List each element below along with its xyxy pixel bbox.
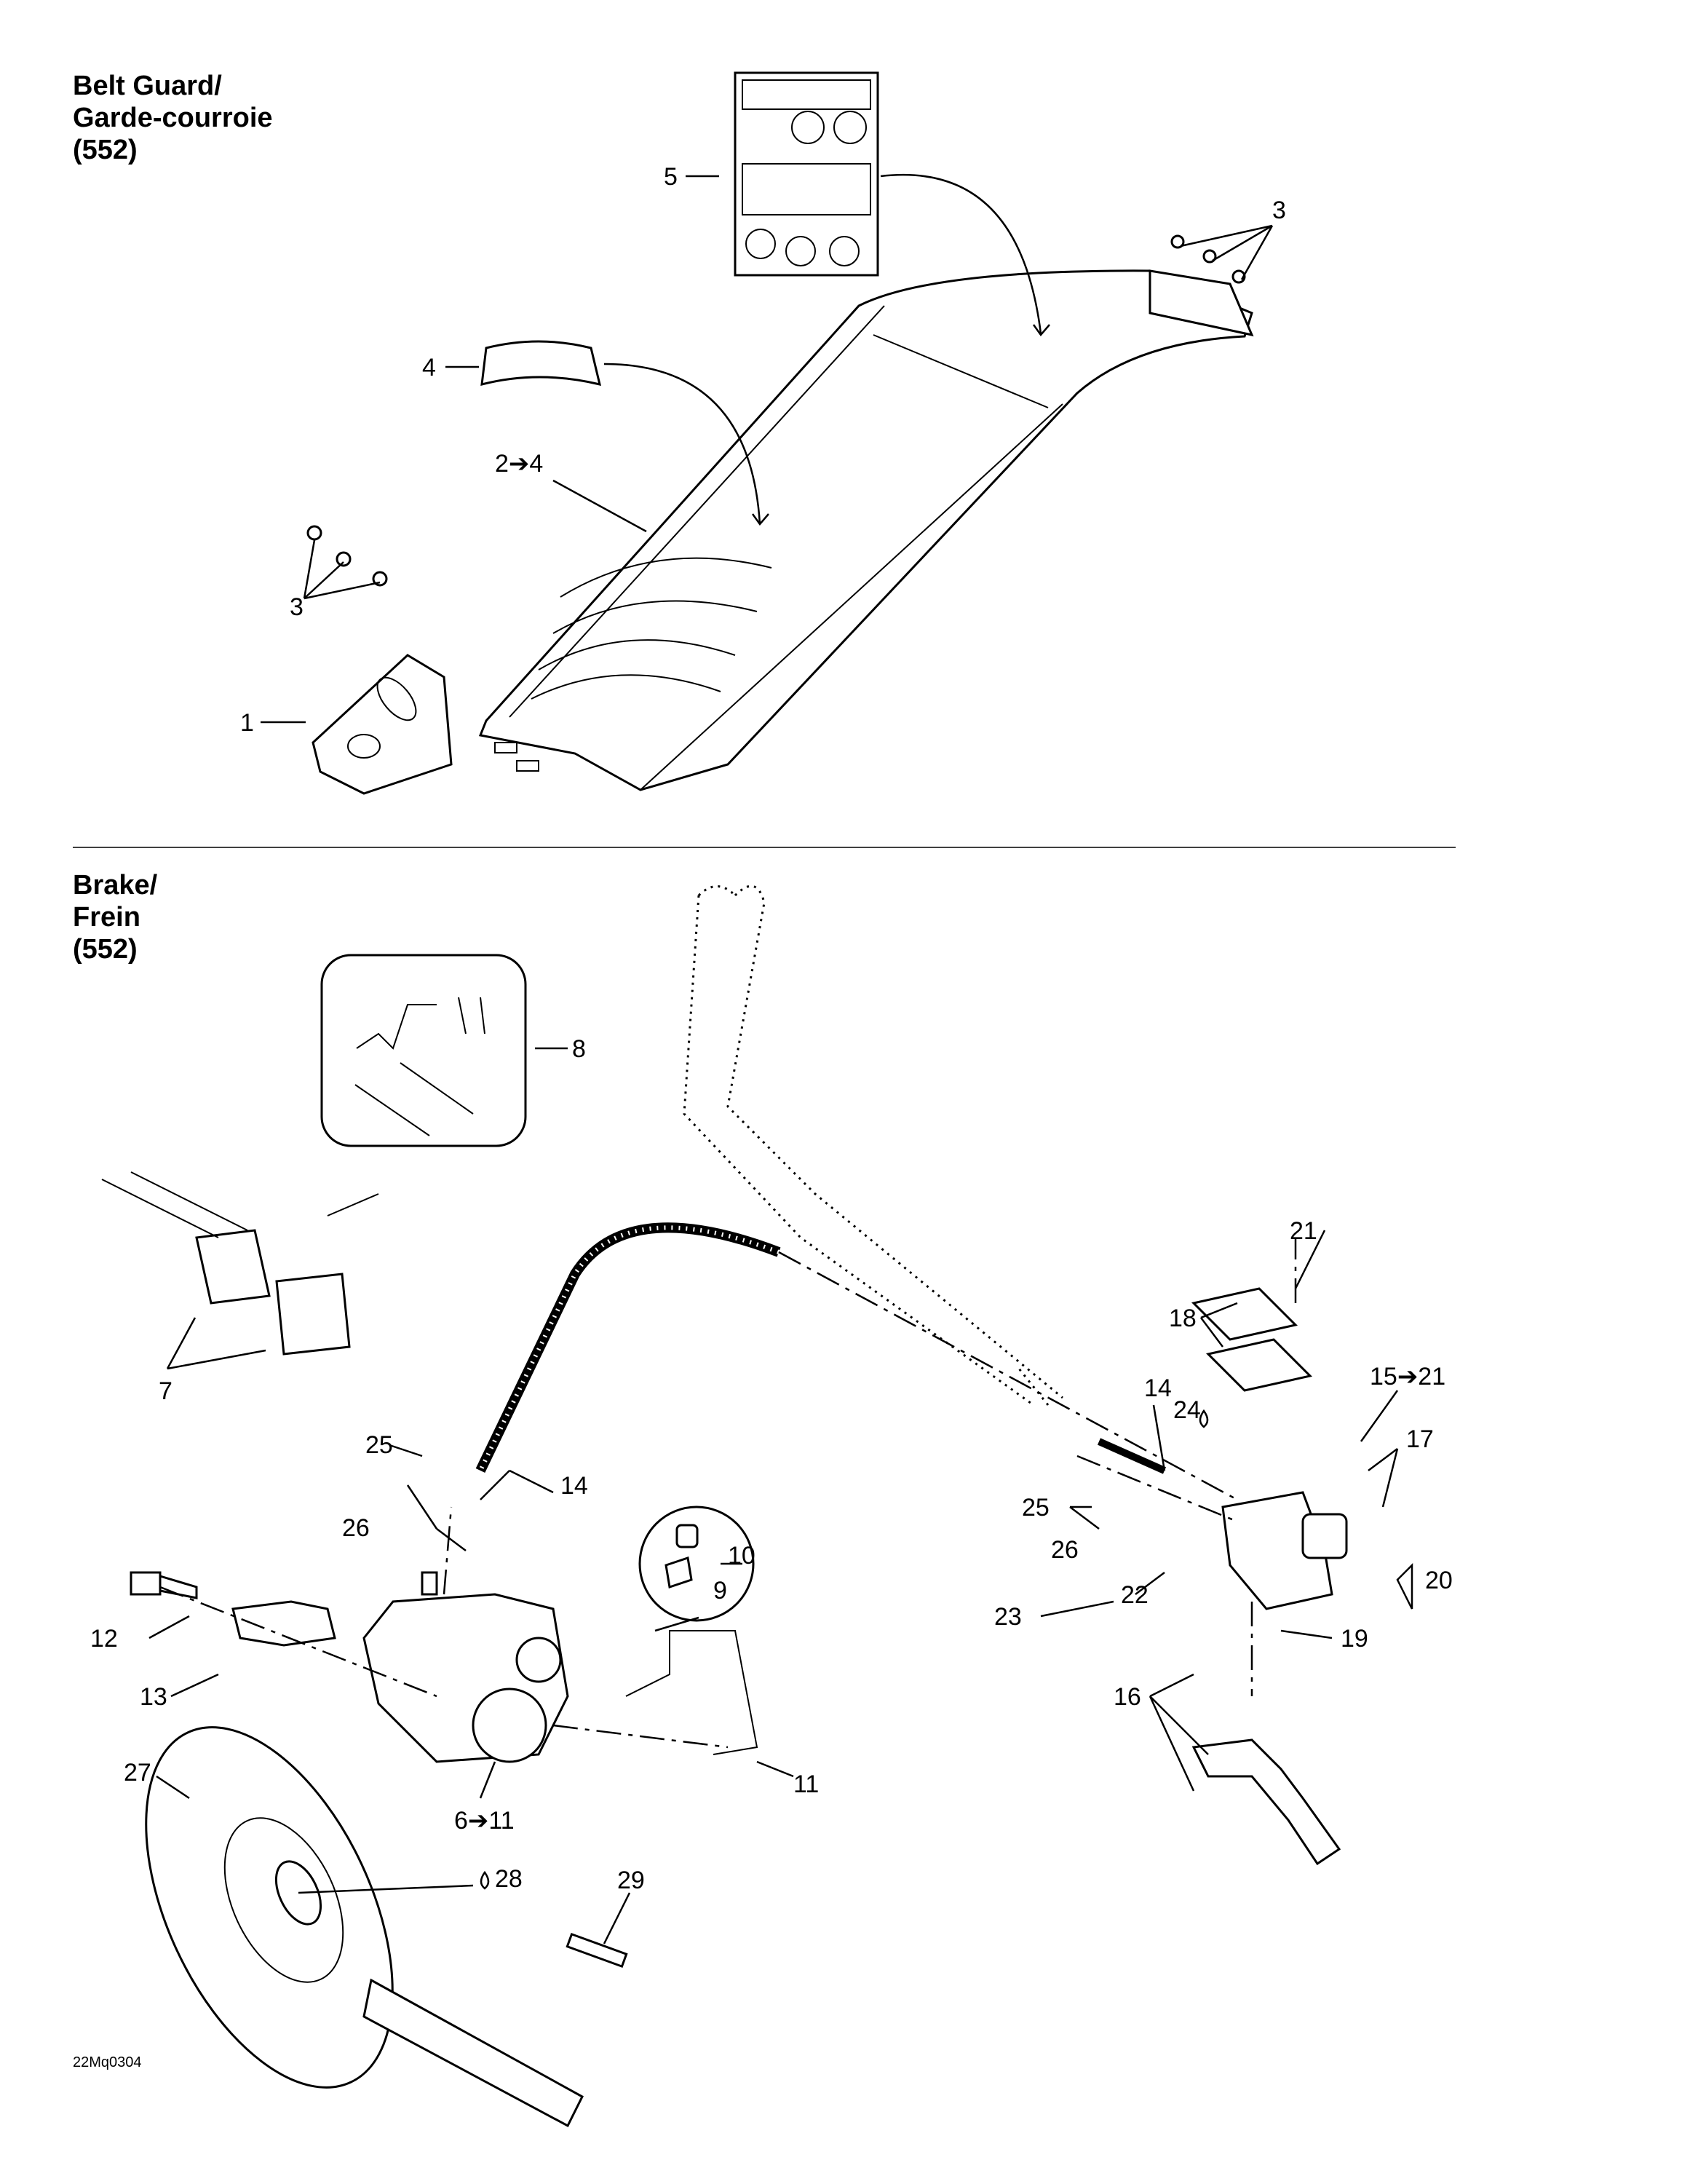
brake-title-line1: Brake/ <box>73 870 158 901</box>
brake-pads-part <box>101 1171 379 1356</box>
drop-icon <box>480 1870 490 1890</box>
master-cylinder-part <box>1191 1287 1348 1610</box>
shaft-part <box>362 1978 584 2128</box>
belt-guard-part <box>478 269 1254 791</box>
drop-icon <box>1199 1409 1209 1428</box>
brake-title: Brake/ Frein (552) <box>73 869 157 965</box>
belt-guard-callouts: 1 2➔4 3 3 4 5 <box>240 163 1286 737</box>
safety-label-part <box>734 71 879 277</box>
arrow-icon <box>751 513 769 526</box>
figure-code: 22Mq0304 <box>73 2054 142 2070</box>
belt-guard-title-line3: (552) <box>73 135 138 165</box>
decal-part <box>480 340 602 387</box>
callout-9: 9 <box>713 1577 727 1605</box>
callout-15-21: 15➔21 <box>1370 1363 1445 1390</box>
brake-title-line3: (552) <box>73 934 138 965</box>
brake-hose-part <box>475 1222 781 1473</box>
callout-12: 12 <box>90 1625 118 1653</box>
callout-26-right: 26 <box>1051 1536 1079 1564</box>
bolt-part <box>130 1571 198 1599</box>
callout-23: 23 <box>994 1603 1022 1631</box>
callout-21: 21 <box>1290 1217 1317 1245</box>
callout-8: 8 <box>572 1035 586 1063</box>
callout-22: 22 <box>1121 1581 1149 1609</box>
brake-lever-part <box>1191 1738 1341 1866</box>
callout-25-right: 25 <box>1022 1494 1050 1522</box>
bleeder-inset <box>638 1506 755 1622</box>
callout-17: 17 <box>1406 1425 1434 1453</box>
belt-guard-title-line1: Belt Guard/ <box>73 71 222 101</box>
callout-25-left: 25 <box>365 1431 393 1459</box>
hose-end-part <box>1097 1438 1167 1474</box>
callout-4: 4 <box>422 354 436 381</box>
callout-24: 24 <box>1173 1396 1201 1424</box>
callout-26-left: 26 <box>342 1514 370 1542</box>
callout-14-left: 14 <box>560 1472 588 1500</box>
callout-2-4: 2➔4 <box>495 450 543 478</box>
callout-19: 19 <box>1341 1625 1368 1653</box>
callout-13: 13 <box>140 1683 167 1711</box>
nuts-part-right <box>1170 234 1246 284</box>
callout-7: 7 <box>159 1377 172 1405</box>
brake-drawing <box>101 885 1413 2128</box>
belt-guard-title: Belt Guard/ Garde-courroie (552) <box>73 70 273 166</box>
brake-line-part <box>625 1630 758 1755</box>
callout-27: 27 <box>124 1759 151 1787</box>
callout-5: 5 <box>664 163 678 191</box>
pins-kit-part <box>320 954 527 1147</box>
brake-callouts: 6➔11 7 8 9 10 11 12 13 14 14 15➔21 16 17… <box>90 1035 1453 1894</box>
arrow-icon <box>1032 324 1050 337</box>
brake-disc-part <box>145 1726 394 2089</box>
bracket-part <box>312 654 453 795</box>
key-part <box>566 1932 628 1969</box>
caliper-part <box>362 1571 569 1763</box>
callout-20: 20 <box>1425 1567 1453 1594</box>
brake-title-line2: Frein <box>73 902 140 933</box>
belt-guard-title-line2: Garde-courroie <box>73 103 273 133</box>
arrow-label-to-guard <box>880 173 1042 334</box>
callout-10: 10 <box>728 1542 755 1570</box>
callout-1: 1 <box>240 709 254 737</box>
caliper-bracket-part <box>231 1600 336 1647</box>
callout-14-right: 14 <box>1144 1374 1172 1402</box>
belt-guard-drawing <box>261 71 1274 795</box>
nuts-part-left <box>306 525 388 587</box>
arrow-decal-to-guard <box>603 363 761 525</box>
callout-6-11: 6➔11 <box>454 1807 515 1835</box>
callout-16: 16 <box>1114 1683 1141 1711</box>
callout-28: 28 <box>495 1865 523 1893</box>
callout-18: 18 <box>1169 1305 1197 1332</box>
callout-11: 11 <box>793 1770 819 1798</box>
handlebar-outline <box>726 885 1063 1399</box>
callout-3-left: 3 <box>290 593 304 621</box>
callout-3-right: 3 <box>1272 197 1286 224</box>
callout-29: 29 <box>617 1867 645 1894</box>
